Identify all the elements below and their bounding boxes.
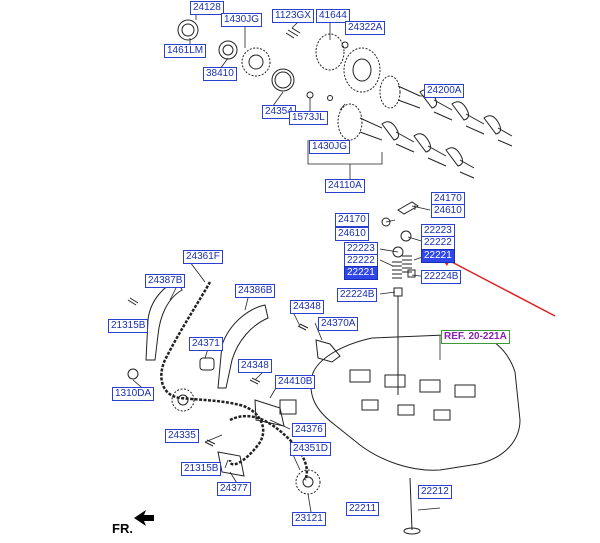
dowel-pin	[306, 91, 314, 99]
cam-sprocket-large-rim	[343, 47, 381, 93]
lash-adjuster	[381, 217, 391, 227]
part-label[interactable]: 1573JL	[289, 111, 328, 125]
camshaft-lower	[359, 117, 475, 179]
bolt-part	[297, 323, 309, 331]
part-label[interactable]: 24610	[335, 227, 369, 241]
valve-seal	[393, 287, 403, 297]
valve-head	[403, 527, 421, 535]
valve-spring	[402, 255, 412, 273]
tensioner-plunger	[199, 357, 215, 371]
reference-label[interactable]: REF. 20-221A	[441, 330, 510, 344]
part-label[interactable]: 24387B	[145, 274, 186, 288]
oil-control-valve	[315, 339, 341, 363]
part-label[interactable]: 22224B	[337, 288, 378, 302]
part-label[interactable]: 24377	[217, 482, 251, 496]
part-label[interactable]: 24200A	[424, 84, 465, 98]
part-label[interactable]: 24361F	[183, 250, 223, 264]
part-label-highlighted[interactable]: 22221	[344, 266, 378, 280]
cylinder-head	[310, 333, 521, 471]
part-label[interactable]: 24376	[292, 423, 326, 437]
part-label[interactable]: 24348	[290, 300, 324, 314]
part-label[interactable]: 24386B	[235, 284, 276, 298]
part-label[interactable]: 1430JG	[309, 140, 351, 154]
timing-chain-lower	[229, 414, 309, 481]
part-label[interactable]: 24610	[431, 204, 465, 218]
part-label[interactable]: 22212	[418, 485, 452, 499]
dowel-pin	[327, 95, 333, 101]
oil-pump-sprocket-hub	[302, 476, 314, 488]
timing-chain-upper	[160, 281, 265, 466]
part-label[interactable]: 1430JG	[221, 13, 263, 27]
chain-guide-left	[145, 279, 183, 361]
valve-retainer	[400, 230, 412, 242]
bolt-part	[127, 297, 139, 306]
part-label[interactable]: 22211	[346, 502, 380, 516]
part-label[interactable]: 23121	[292, 512, 326, 526]
part-label[interactable]: 1461LM	[164, 44, 207, 58]
cam-sprocket-small	[241, 47, 271, 77]
camshaft-sprocket-lower	[337, 103, 363, 141]
tensioner-body	[279, 399, 297, 415]
cam-sprocket-large-hub	[352, 58, 372, 82]
part-label[interactable]: 38410	[203, 67, 237, 81]
part-label[interactable]: 41644	[316, 9, 350, 23]
washer-part	[222, 44, 234, 56]
valve-stem	[409, 477, 413, 531]
bolt-part	[249, 377, 261, 385]
part-label[interactable]: 21315B	[181, 462, 222, 476]
part-label[interactable]: 24170	[335, 213, 369, 227]
part-label[interactable]: 1123GX	[272, 9, 314, 23]
crank-sprocket	[171, 388, 195, 412]
cam-sprocket-hub	[248, 54, 264, 70]
valve-seal	[407, 269, 416, 278]
rocker-arm-part	[397, 201, 419, 215]
front-arrow-icon	[134, 510, 154, 526]
bolt-part	[204, 439, 216, 447]
seal-ring	[127, 368, 139, 380]
part-label[interactable]: 24351D	[290, 442, 332, 456]
part-label[interactable]: 22224B	[421, 270, 462, 284]
part-label[interactable]: 24110A	[325, 179, 365, 193]
valve-retainer	[392, 246, 404, 258]
part-label-highlighted[interactable]: 22221	[421, 249, 455, 263]
part-label[interactable]: 1310DA	[112, 387, 155, 401]
camshaft-sprocket-upper	[379, 75, 401, 109]
part-label[interactable]: 21315B	[108, 319, 149, 333]
part-label[interactable]: 24128	[190, 1, 224, 15]
part-label[interactable]: 24354	[262, 105, 296, 119]
bolt-part	[285, 27, 301, 39]
pin-part	[341, 41, 349, 49]
part-label[interactable]: 24410B	[275, 375, 316, 389]
part-label[interactable]: 24371	[189, 337, 223, 351]
snap-ring-part	[177, 19, 199, 41]
part-label[interactable]: 24348	[238, 359, 272, 373]
part-label[interactable]: 24322A	[345, 21, 386, 35]
valve-spring	[392, 261, 402, 279]
callout-arrow-line	[447, 259, 556, 317]
washer-part	[218, 40, 238, 60]
cylinder-head-ports	[349, 369, 476, 421]
crank-sprocket-hub	[177, 394, 189, 406]
snap-ring-part	[271, 68, 295, 92]
front-marker-label: FR.	[112, 521, 133, 536]
part-label[interactable]: 24335	[165, 429, 199, 443]
part-label[interactable]: 24370A	[318, 317, 359, 331]
snap-ring-part	[181, 23, 195, 37]
snap-ring-part	[274, 71, 292, 89]
tensioner-arm	[217, 304, 269, 389]
part-label[interactable]: 22222	[421, 236, 455, 250]
